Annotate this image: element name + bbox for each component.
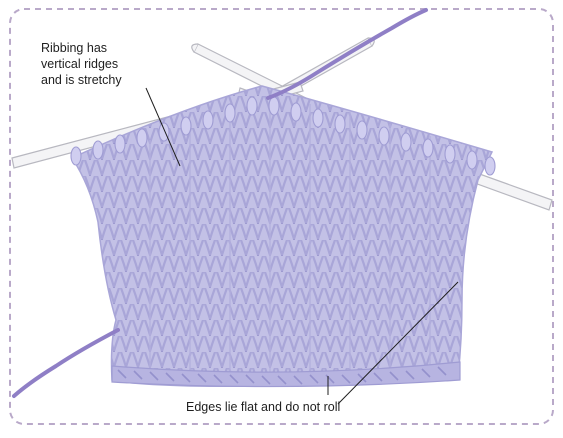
ribbing-annotation: Ribbing has vertical ridges and is stret…: [41, 40, 161, 88]
edges-annotation: Edges lie flat and do not roll: [186, 399, 340, 415]
knitted-swatch: [71, 86, 495, 387]
yarn-strand-icon: [14, 330, 118, 396]
